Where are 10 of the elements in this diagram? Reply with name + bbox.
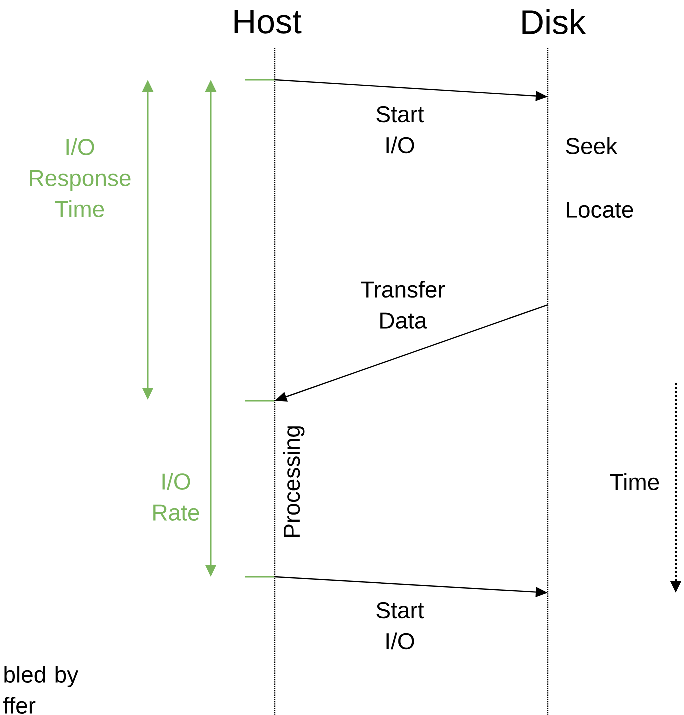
step-label: Seek <box>566 138 618 154</box>
interval-label: I/O Rate <box>154 473 200 521</box>
edge-label: Start I/O <box>376 106 424 154</box>
step-label: Locate <box>567 202 634 218</box>
note-text: bled by ffer <box>4 666 79 714</box>
interval-label: I/O Response Time <box>30 138 131 218</box>
axis-label: Time <box>610 474 660 490</box>
edge-label: Transfer Data <box>361 281 445 329</box>
phase-label: Processing <box>283 426 305 537</box>
edge-label: Start I/O <box>376 602 424 650</box>
